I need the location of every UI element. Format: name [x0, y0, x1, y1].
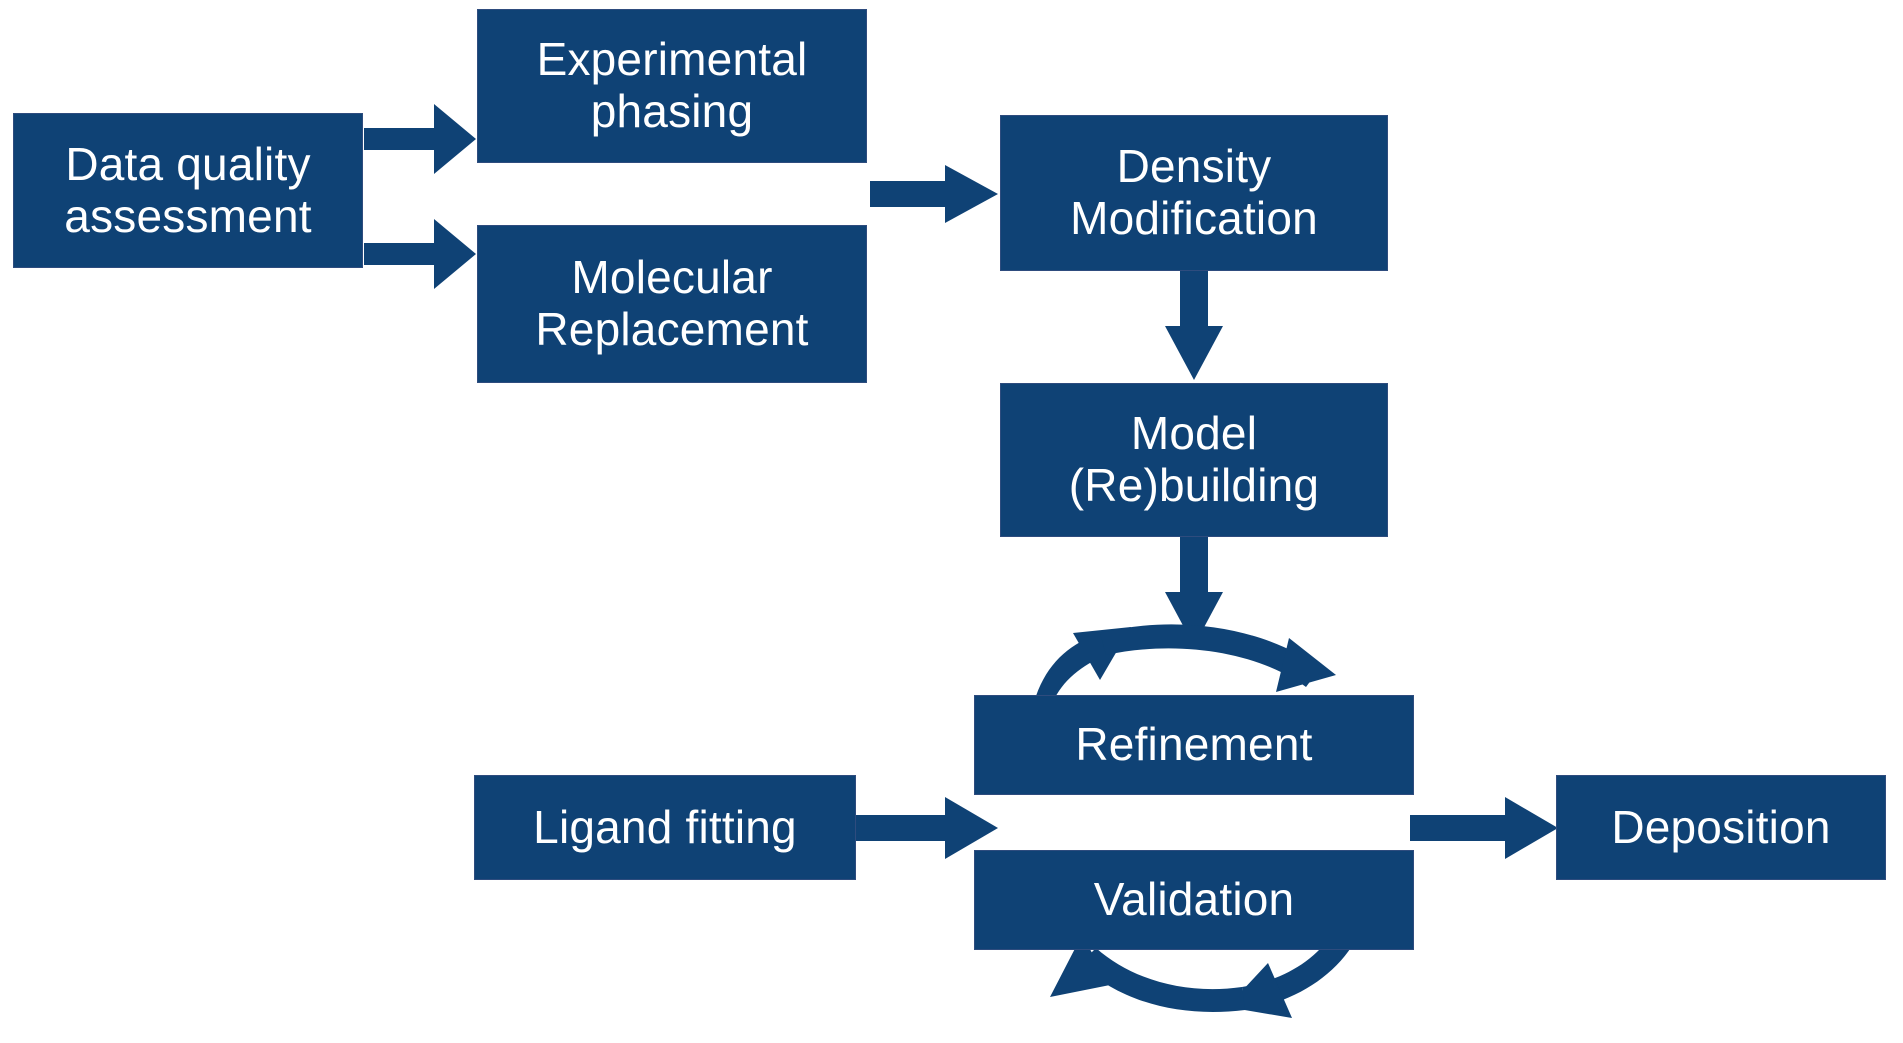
node-refinement[interactable]: Refinement	[974, 695, 1414, 795]
node-validation[interactable]: Validation	[974, 850, 1414, 950]
node-model-rebuilding[interactable]: Model (Re)building	[1000, 383, 1388, 537]
node-density-modification[interactable]: Density Modification	[1000, 115, 1388, 271]
node-molecular-replacement[interactable]: Molecular Replacement	[477, 225, 867, 383]
node-ligand-fitting[interactable]: Ligand fitting	[474, 775, 856, 880]
node-experimental-phasing[interactable]: Experimental phasing	[477, 9, 867, 163]
node-deposition[interactable]: Deposition	[1556, 775, 1886, 880]
node-data-quality-assessment[interactable]: Data quality assessment	[13, 113, 363, 268]
